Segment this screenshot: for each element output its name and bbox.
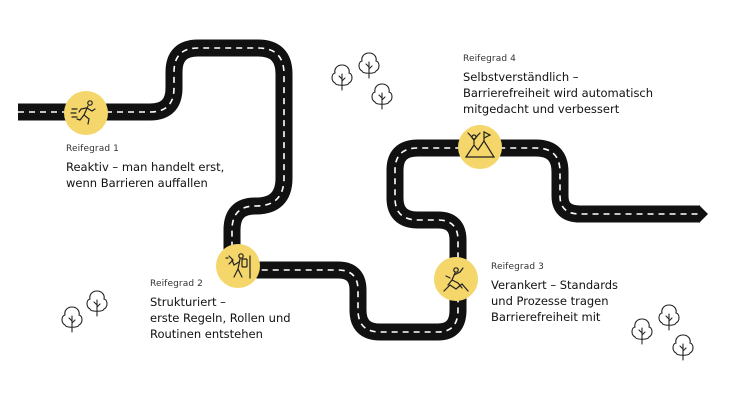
- road-end-arrow: [699, 205, 708, 223]
- tree-icon: [331, 64, 353, 91]
- running-person-icon: [70, 100, 96, 125]
- stage-marker-4: [458, 125, 502, 169]
- stage-label-1: Reifegrad 1 Reaktiv – man handelt erst,w…: [66, 144, 266, 191]
- tree-icon: [358, 52, 380, 79]
- climber-icon: [443, 267, 469, 292]
- stage-level: Reifegrad 2: [150, 279, 203, 289]
- stage-marker-3: [434, 257, 478, 301]
- tree-icon: [86, 290, 108, 317]
- tree-icon: [371, 83, 393, 110]
- tree-icon: [61, 306, 83, 333]
- tree-decorations: [61, 52, 694, 361]
- stage-level: Reifegrad 3: [491, 262, 544, 272]
- tree-icon: [658, 304, 680, 331]
- tree-icon: [672, 334, 694, 361]
- winding-road: [18, 39, 708, 341]
- stage-marker-2: [216, 244, 260, 288]
- tree-icon: [631, 318, 653, 345]
- stage-label-4: Reifegrad 4 Selbstverständlich –Barriere…: [463, 54, 683, 117]
- stage-description: Selbstverständlich –Barrierefreiheit wir…: [463, 70, 654, 116]
- stage-description: Reaktiv – man handelt erst,wenn Barriere…: [66, 160, 225, 190]
- summit-flag-icon: [464, 131, 496, 158]
- hiker-icon: [225, 253, 251, 279]
- stage-level: Reifegrad 4: [463, 54, 516, 64]
- road-surface: [18, 39, 700, 341]
- stage-level: Reifegrad 1: [66, 144, 119, 154]
- stage-marker-1: [64, 91, 108, 135]
- stage-label-2: Reifegrad 2 Strukturiert –erste Regeln, …: [150, 279, 330, 342]
